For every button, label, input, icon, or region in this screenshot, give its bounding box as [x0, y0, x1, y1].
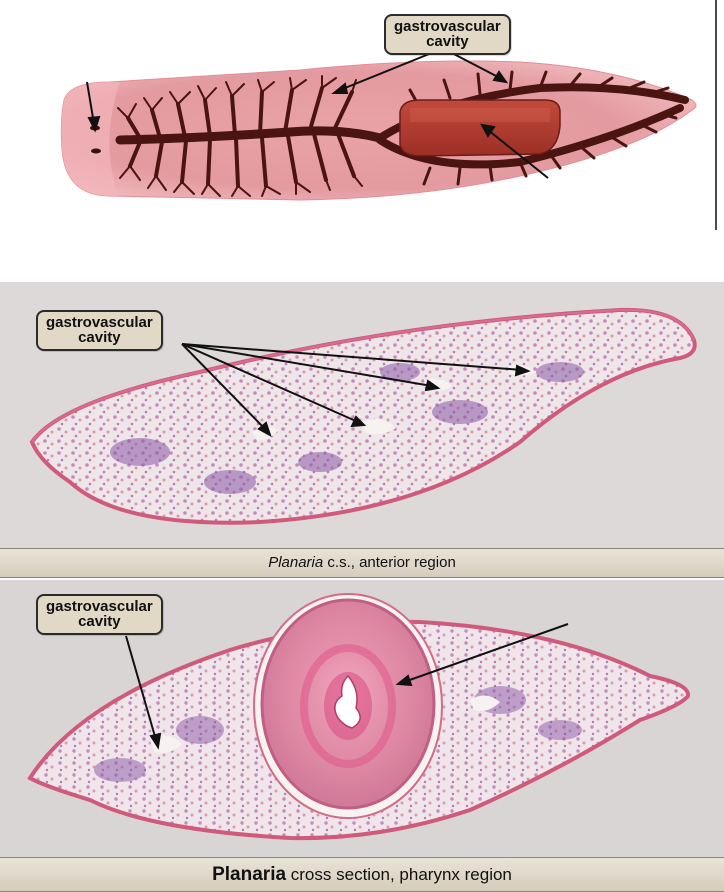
label-line2: cavity — [78, 329, 121, 346]
label-line2: cavity — [426, 33, 469, 50]
label-line1: gastrovascular — [46, 598, 153, 615]
anterior-section-caption: Planaria c.s., anterior region — [0, 548, 724, 578]
label-line2: cavity — [78, 613, 121, 630]
gastrovascular-branches — [115, 70, 689, 197]
caption-species: Planaria — [212, 864, 287, 885]
pharyngeal-lumen — [334, 674, 361, 729]
label-line1: gastrovascular — [46, 314, 153, 331]
stain-clusters — [110, 362, 584, 494]
gastrovascular-cavity-label: gastrovascular cavity — [384, 14, 511, 55]
caption-description: cross section, pharynx region — [286, 865, 512, 884]
pharynx-section-caption: Planaria cross section, pharynx region — [0, 857, 724, 892]
whole-mount-image — [0, 0, 724, 236]
pointer-lines — [125, 623, 569, 750]
pointer-lines — [86, 51, 549, 179]
stain-clusters — [94, 686, 582, 782]
pharynx-section-panel: gastrovascular cavity — [0, 580, 724, 890]
caption-species: Planaria — [268, 554, 324, 571]
gastrovascular-cavity-label: gastrovascular cavity — [36, 594, 163, 635]
anterior-section-panel: gastrovascular cavity — [0, 282, 724, 578]
caption-description: c.s., anterior region — [323, 554, 456, 571]
label-line1: gastrovascular — [394, 18, 501, 35]
pointer-lines — [181, 343, 531, 438]
pharynx — [399, 99, 561, 157]
whole-mount-panel: gastrovascular cavity — [0, 0, 724, 236]
gastrovascular-cavity-label: gastrovascular cavity — [36, 310, 163, 351]
eyespot — [91, 148, 101, 154]
